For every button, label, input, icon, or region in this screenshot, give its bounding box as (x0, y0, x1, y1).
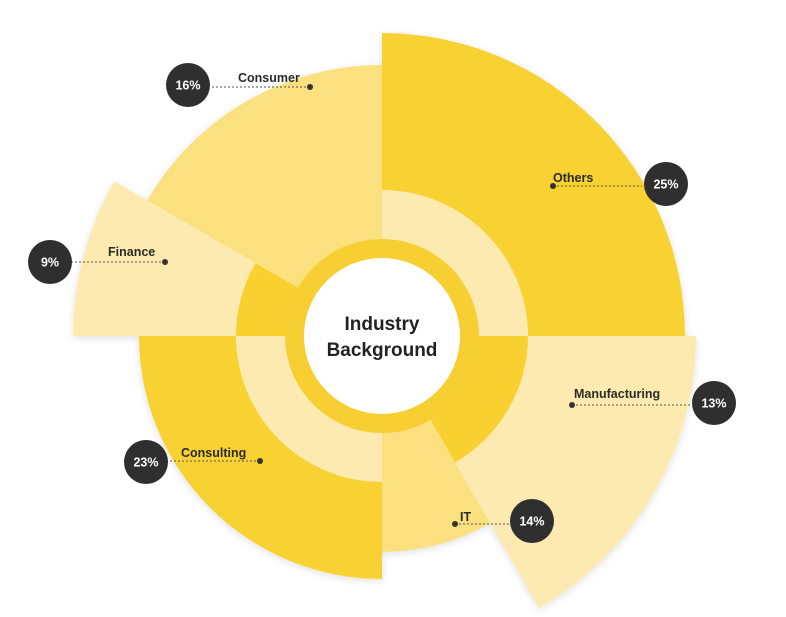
mid-ring (236, 190, 528, 482)
leader-dot-consulting (257, 458, 263, 464)
leader-dot-others (550, 183, 556, 189)
mid-segment-others (382, 190, 528, 336)
label-it: IT (460, 510, 471, 524)
outer-segments (73, 33, 696, 608)
segment-it (382, 460, 490, 552)
value-label-manufacturing: 13% (701, 397, 726, 411)
label-consumer: Consumer (238, 71, 300, 85)
value-label-it: 14% (519, 515, 544, 529)
label-consulting: Consulting (181, 446, 246, 460)
leader-dot-manufacturing (569, 402, 575, 408)
badge-others (644, 162, 688, 206)
value-label-consulting: 23% (133, 456, 158, 470)
mid-segment-consulting (236, 336, 382, 482)
mid-segment-finance (236, 263, 299, 336)
segment-consulting (139, 336, 382, 579)
segment-consumer (147, 65, 382, 264)
segment-labels: Others 25% Manufacturing 13% IT 14% Consulting… (28, 63, 736, 543)
mid-segment-manufacturing (430, 336, 528, 463)
leader-dot-it (452, 521, 458, 527)
badge-finance (28, 240, 72, 284)
mid-segment-it (382, 419, 455, 482)
leader-dot-consumer (307, 84, 313, 90)
segment-others (382, 33, 685, 336)
value-label-finance: 9% (41, 256, 59, 270)
segment-finance (73, 181, 258, 336)
label-others: Others (553, 171, 593, 185)
badge-consulting (124, 440, 168, 484)
mid-segment-consumer (255, 190, 382, 288)
badge-manufacturing (692, 381, 736, 425)
segment-manufacturing (454, 336, 696, 608)
badge-it (510, 499, 554, 543)
label-finance: Finance (108, 245, 155, 259)
center-disc (304, 258, 460, 414)
value-label-others: 25% (653, 178, 678, 192)
label-manufacturing: Manufacturing (574, 387, 660, 401)
value-label-consumer: 16% (175, 79, 200, 93)
badge-consumer (166, 63, 210, 107)
leader-dot-finance (162, 259, 168, 265)
